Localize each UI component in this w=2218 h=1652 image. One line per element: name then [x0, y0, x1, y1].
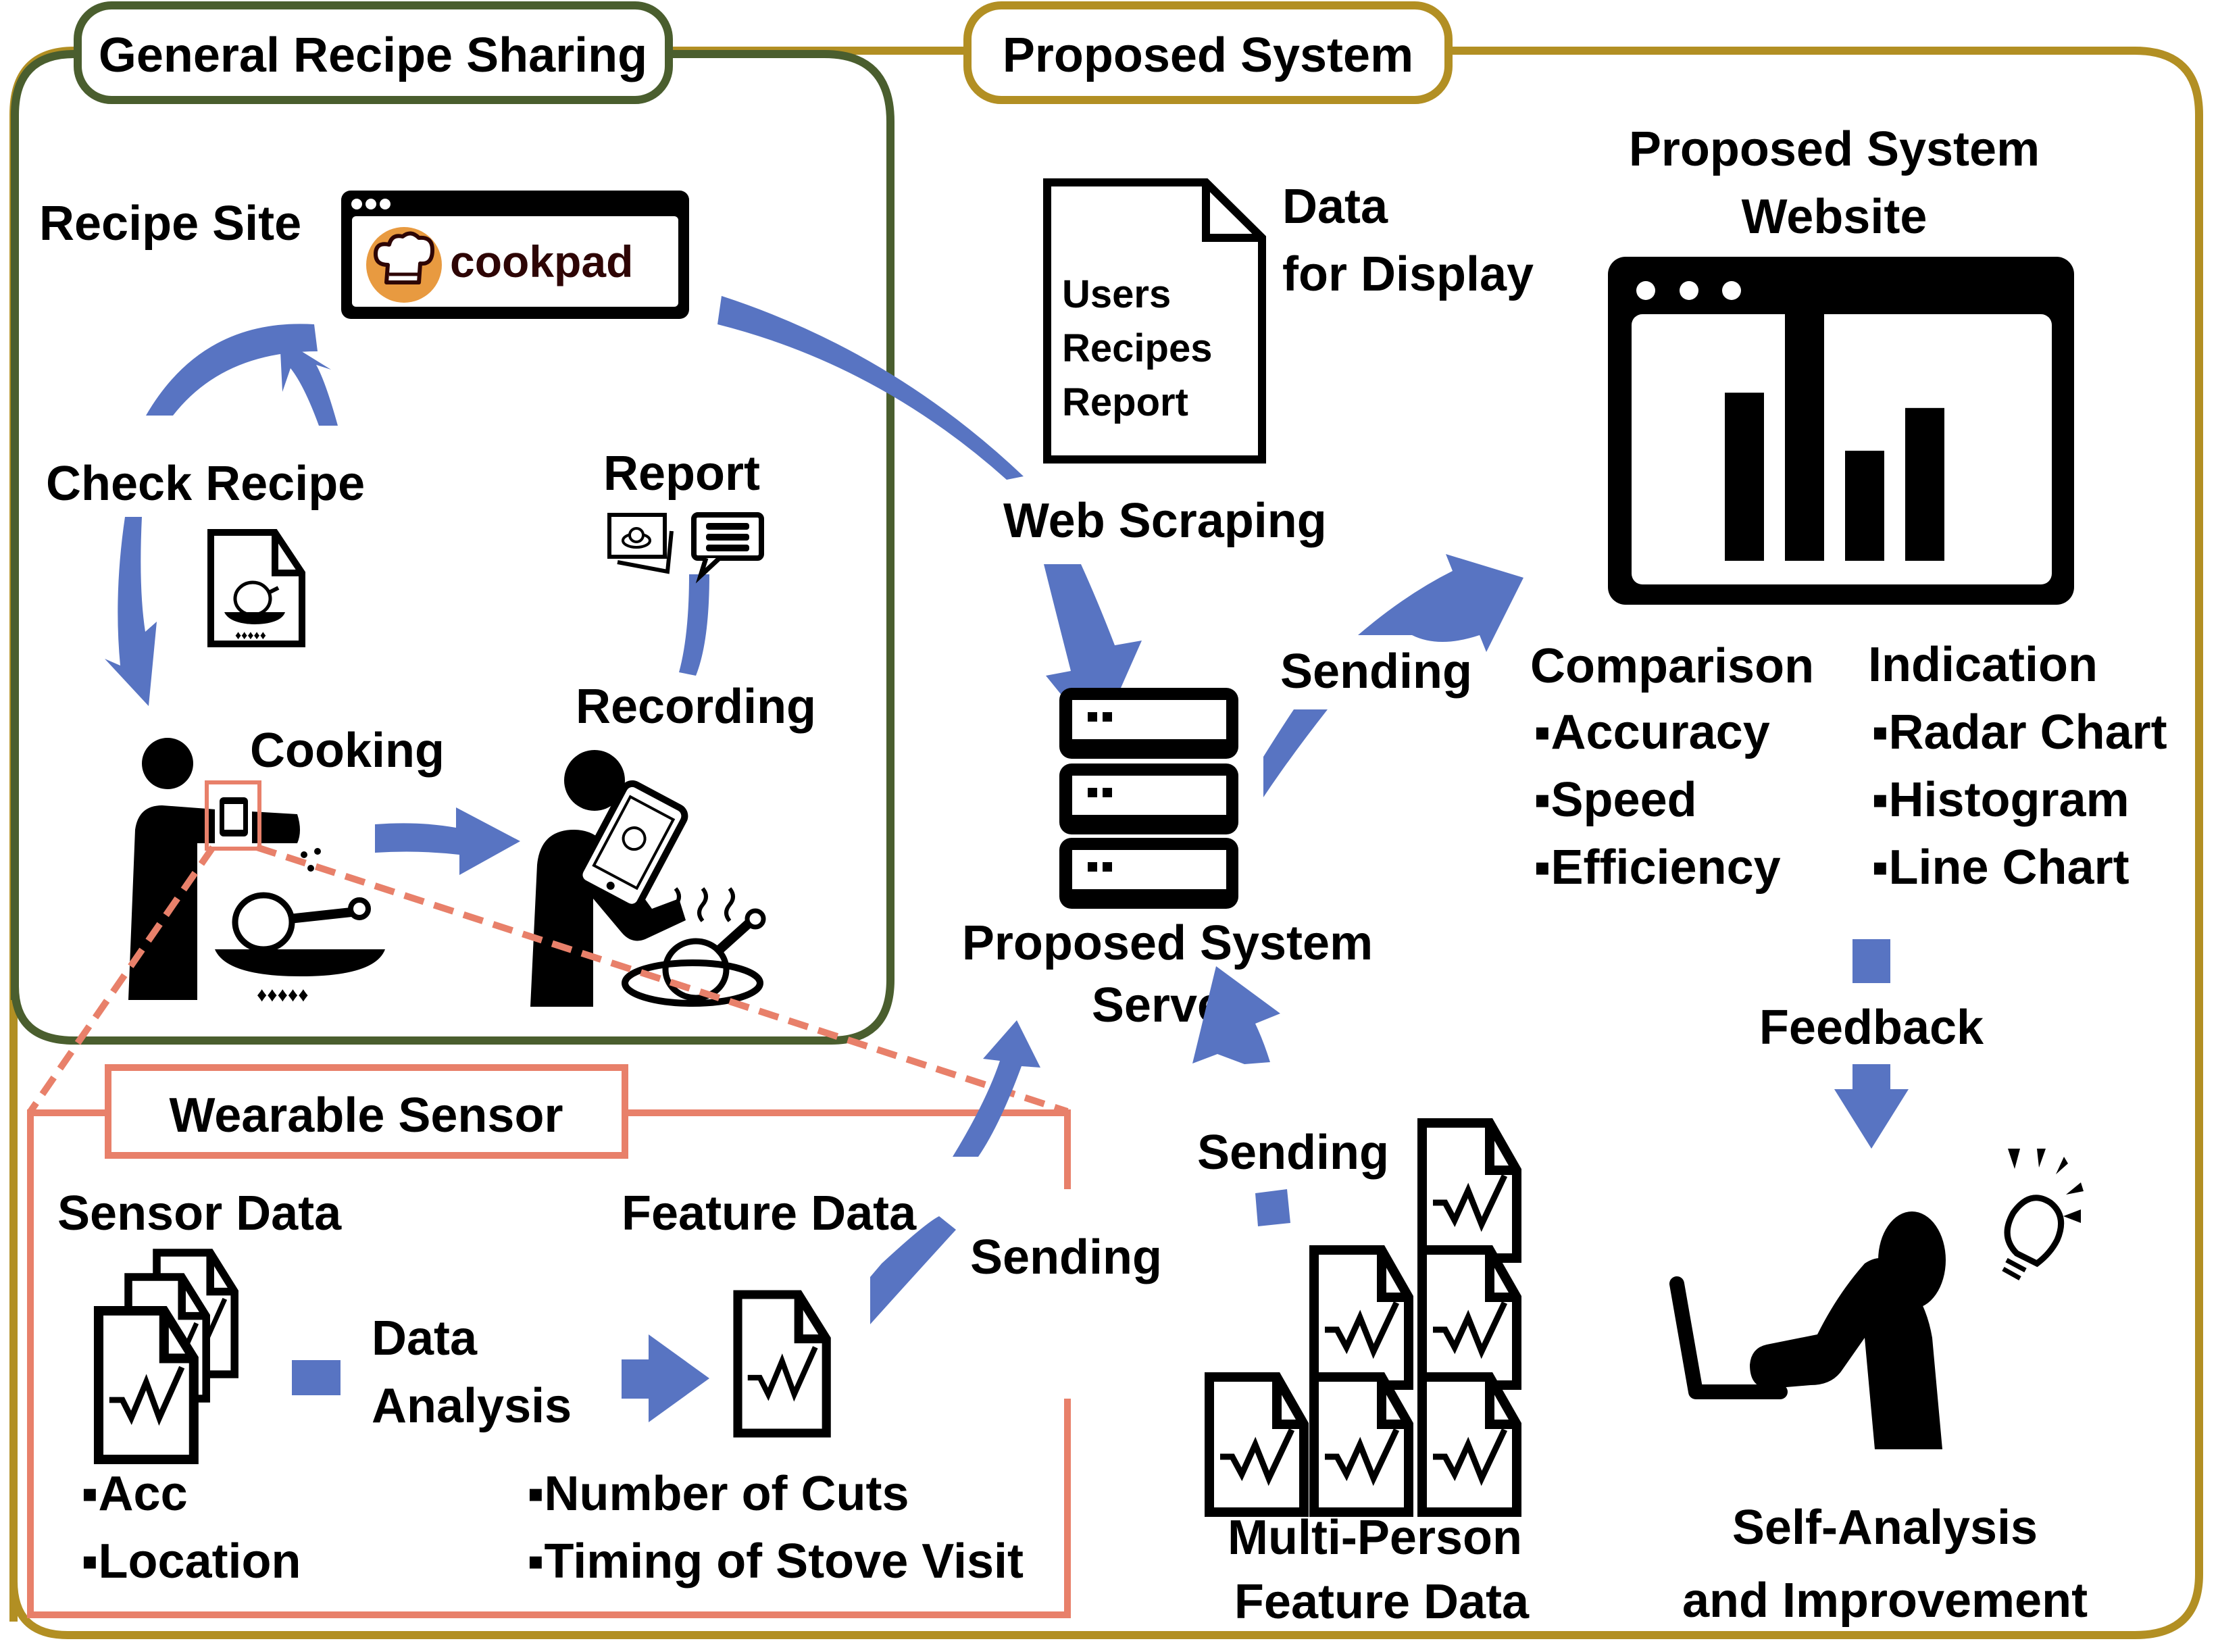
- sensor-data-files-icon: [99, 1253, 234, 1459]
- indication-item: ▪Line Chart: [1871, 841, 2129, 895]
- data-analysis-label-line1: Data: [372, 1311, 478, 1366]
- wearable-sensor-frame: [27, 1109, 1071, 1618]
- recording-label: Recording: [576, 680, 816, 734]
- arrow-sensor-to-analysis-tail: [292, 1360, 341, 1395]
- recipe-site-window[interactable]: cookpad: [341, 191, 689, 319]
- svg-text:♦♦♦♦♦: ♦♦♦♦♦: [257, 984, 309, 1006]
- general-recipe-sharing-title: General Recipe Sharing: [99, 28, 647, 82]
- recipe-site-label: Recipe Site: [39, 197, 301, 251]
- feature-data-label: Feature Data: [622, 1186, 917, 1241]
- data-doc-item-recipes: Recipes: [1062, 326, 1212, 370]
- sensor-item-acc: ▪Acc: [81, 1467, 188, 1521]
- website-bar-chart: [1725, 304, 1944, 561]
- check-recipe-label: Check Recipe: [46, 457, 365, 511]
- wearable-sensor-title: Wearable Sensor: [170, 1088, 563, 1143]
- zoom-line-right: [255, 844, 1069, 1115]
- feature-data-file-icon: [738, 1295, 826, 1433]
- sending-to-website-label: Sending: [1280, 645, 1472, 699]
- wearable-sensor-title-box: Wearable Sensor: [105, 1064, 628, 1159]
- comparison-heading: Comparison: [1530, 639, 1814, 693]
- sensor-item-location: ▪Location: [81, 1534, 301, 1588]
- photo-report-icon: [607, 513, 674, 574]
- recipe-document-icon: ♦♦♦♦♦: [207, 529, 305, 647]
- arc-server-sending: [1263, 709, 1328, 797]
- feature-item-stove: ▪Timing of Stove Visit: [527, 1534, 1024, 1588]
- sending-feature-label: Sending: [970, 1230, 1162, 1284]
- indication-list: ▪Radar Chart ▪Histogram ▪Line Chart: [1871, 705, 2167, 895]
- data-for-display-document-icon: Users Recipes Report: [1043, 178, 1266, 464]
- data-doc-item-users: Users: [1062, 272, 1171, 316]
- website-bar: [1785, 304, 1824, 561]
- indication-item: ▪Histogram: [1871, 773, 2129, 827]
- feature-item-list: ▪Number of Cuts ▪Timing of Stove Visit: [527, 1467, 1024, 1588]
- window-dot-icon: [380, 199, 390, 209]
- smartwatch-highlight-box: [205, 780, 261, 851]
- cookpad-logo-text: cookpad: [450, 236, 633, 286]
- feedback-arrow-tail: [1852, 939, 1890, 983]
- arrow-cooking-to-recording-icon: [375, 807, 520, 875]
- window-dot-icon: [351, 199, 362, 209]
- indication-heading: Indication: [1868, 638, 2098, 692]
- arc-multi-sending: [1255, 1189, 1290, 1226]
- arc-recording-to-report: [679, 574, 709, 676]
- svg-text:♦♦♦♦♦: ♦♦♦♦♦: [235, 628, 266, 642]
- multi-person-files-icon: [1209, 1123, 1517, 1512]
- sensor-data-label: Sensor Data: [57, 1186, 342, 1241]
- arrow-multi-to-server-icon: [1192, 966, 1280, 1064]
- proposed-system-title-box: Proposed System: [963, 1, 1453, 104]
- website-bar: [1905, 407, 1944, 561]
- self-analysis-person-icon: [1669, 1149, 2084, 1449]
- steam-icon: [670, 887, 735, 922]
- feedback-label: Feedback: [1759, 1001, 1984, 1055]
- general-recipe-sharing-title-box: General Recipe Sharing: [74, 1, 673, 104]
- website-bar: [1845, 451, 1884, 561]
- server-icon: [1059, 688, 1238, 909]
- zoom-line-left: [27, 845, 216, 1113]
- proposed-system-title: Proposed System: [1003, 28, 1413, 82]
- arrow-analysis-to-feature-icon: [622, 1334, 709, 1422]
- server-label-line1: Proposed System: [962, 916, 1373, 970]
- comparison-item: ▪Speed: [1534, 773, 1697, 827]
- self-analysis-label-line2: and Improvement: [1682, 1574, 2088, 1628]
- sending-multi-label: Sending: [1197, 1126, 1389, 1180]
- web-scraping-label: Web Scraping: [1003, 494, 1327, 548]
- data-analysis-label-line2: Analysis: [372, 1379, 572, 1433]
- website-bar: [1725, 393, 1764, 561]
- self-analysis-label-line1: Self-Analysis: [1732, 1501, 2038, 1555]
- arrow-feature-to-server-icon: [953, 1020, 1040, 1157]
- cooking-label: Cooking: [250, 724, 445, 778]
- report-label: Report: [603, 447, 760, 501]
- data-for-display-label-line1: Data: [1282, 180, 1388, 234]
- sensor-item-list: ▪Acc ▪Location: [81, 1467, 301, 1588]
- data-for-display-label-line2: for Display: [1282, 247, 1534, 301]
- multi-person-label-line2: Feature Data: [1234, 1575, 1530, 1629]
- arc-check-to-site: [146, 324, 318, 416]
- recording-person-icon: [530, 750, 766, 1007]
- comparison-list: ▪Accuracy ▪Speed ▪Efficiency: [1534, 705, 1781, 895]
- lightbulb-icon: [2002, 1149, 2084, 1281]
- comment-bubble-icon: [691, 512, 764, 584]
- arrow-check-to-cooking-icon: [105, 517, 157, 706]
- comparison-item: ▪Accuracy: [1534, 705, 1770, 759]
- website-label-line2: Website: [1742, 190, 1927, 244]
- feature-item-cuts: ▪Number of Cuts: [527, 1467, 909, 1521]
- arc-feature-sending: [870, 1216, 956, 1324]
- website-label-line1: Proposed System: [1629, 122, 2040, 176]
- cooking-person-icon: ♦♦♦♦♦: [128, 738, 385, 1006]
- arrow-server-to-website-icon: [1358, 554, 1523, 652]
- window-dot-icon: [366, 199, 376, 209]
- indication-item: ▪Radar Chart: [1871, 705, 2167, 759]
- arrow-report-to-site-icon: [280, 338, 338, 426]
- multi-person-label-line1: Multi-Person: [1228, 1511, 1522, 1565]
- arrow-site-to-scraping-icon: [717, 296, 1024, 480]
- general-recipe-sharing-frame: [11, 50, 894, 1045]
- website-browser-icon: [1608, 257, 2074, 605]
- chef-hat-logo-icon: [366, 227, 442, 303]
- feedback-arrow-icon: [1834, 1064, 1909, 1149]
- comparison-item: ▪Efficiency: [1534, 841, 1781, 895]
- data-doc-item-report: Report: [1062, 380, 1188, 424]
